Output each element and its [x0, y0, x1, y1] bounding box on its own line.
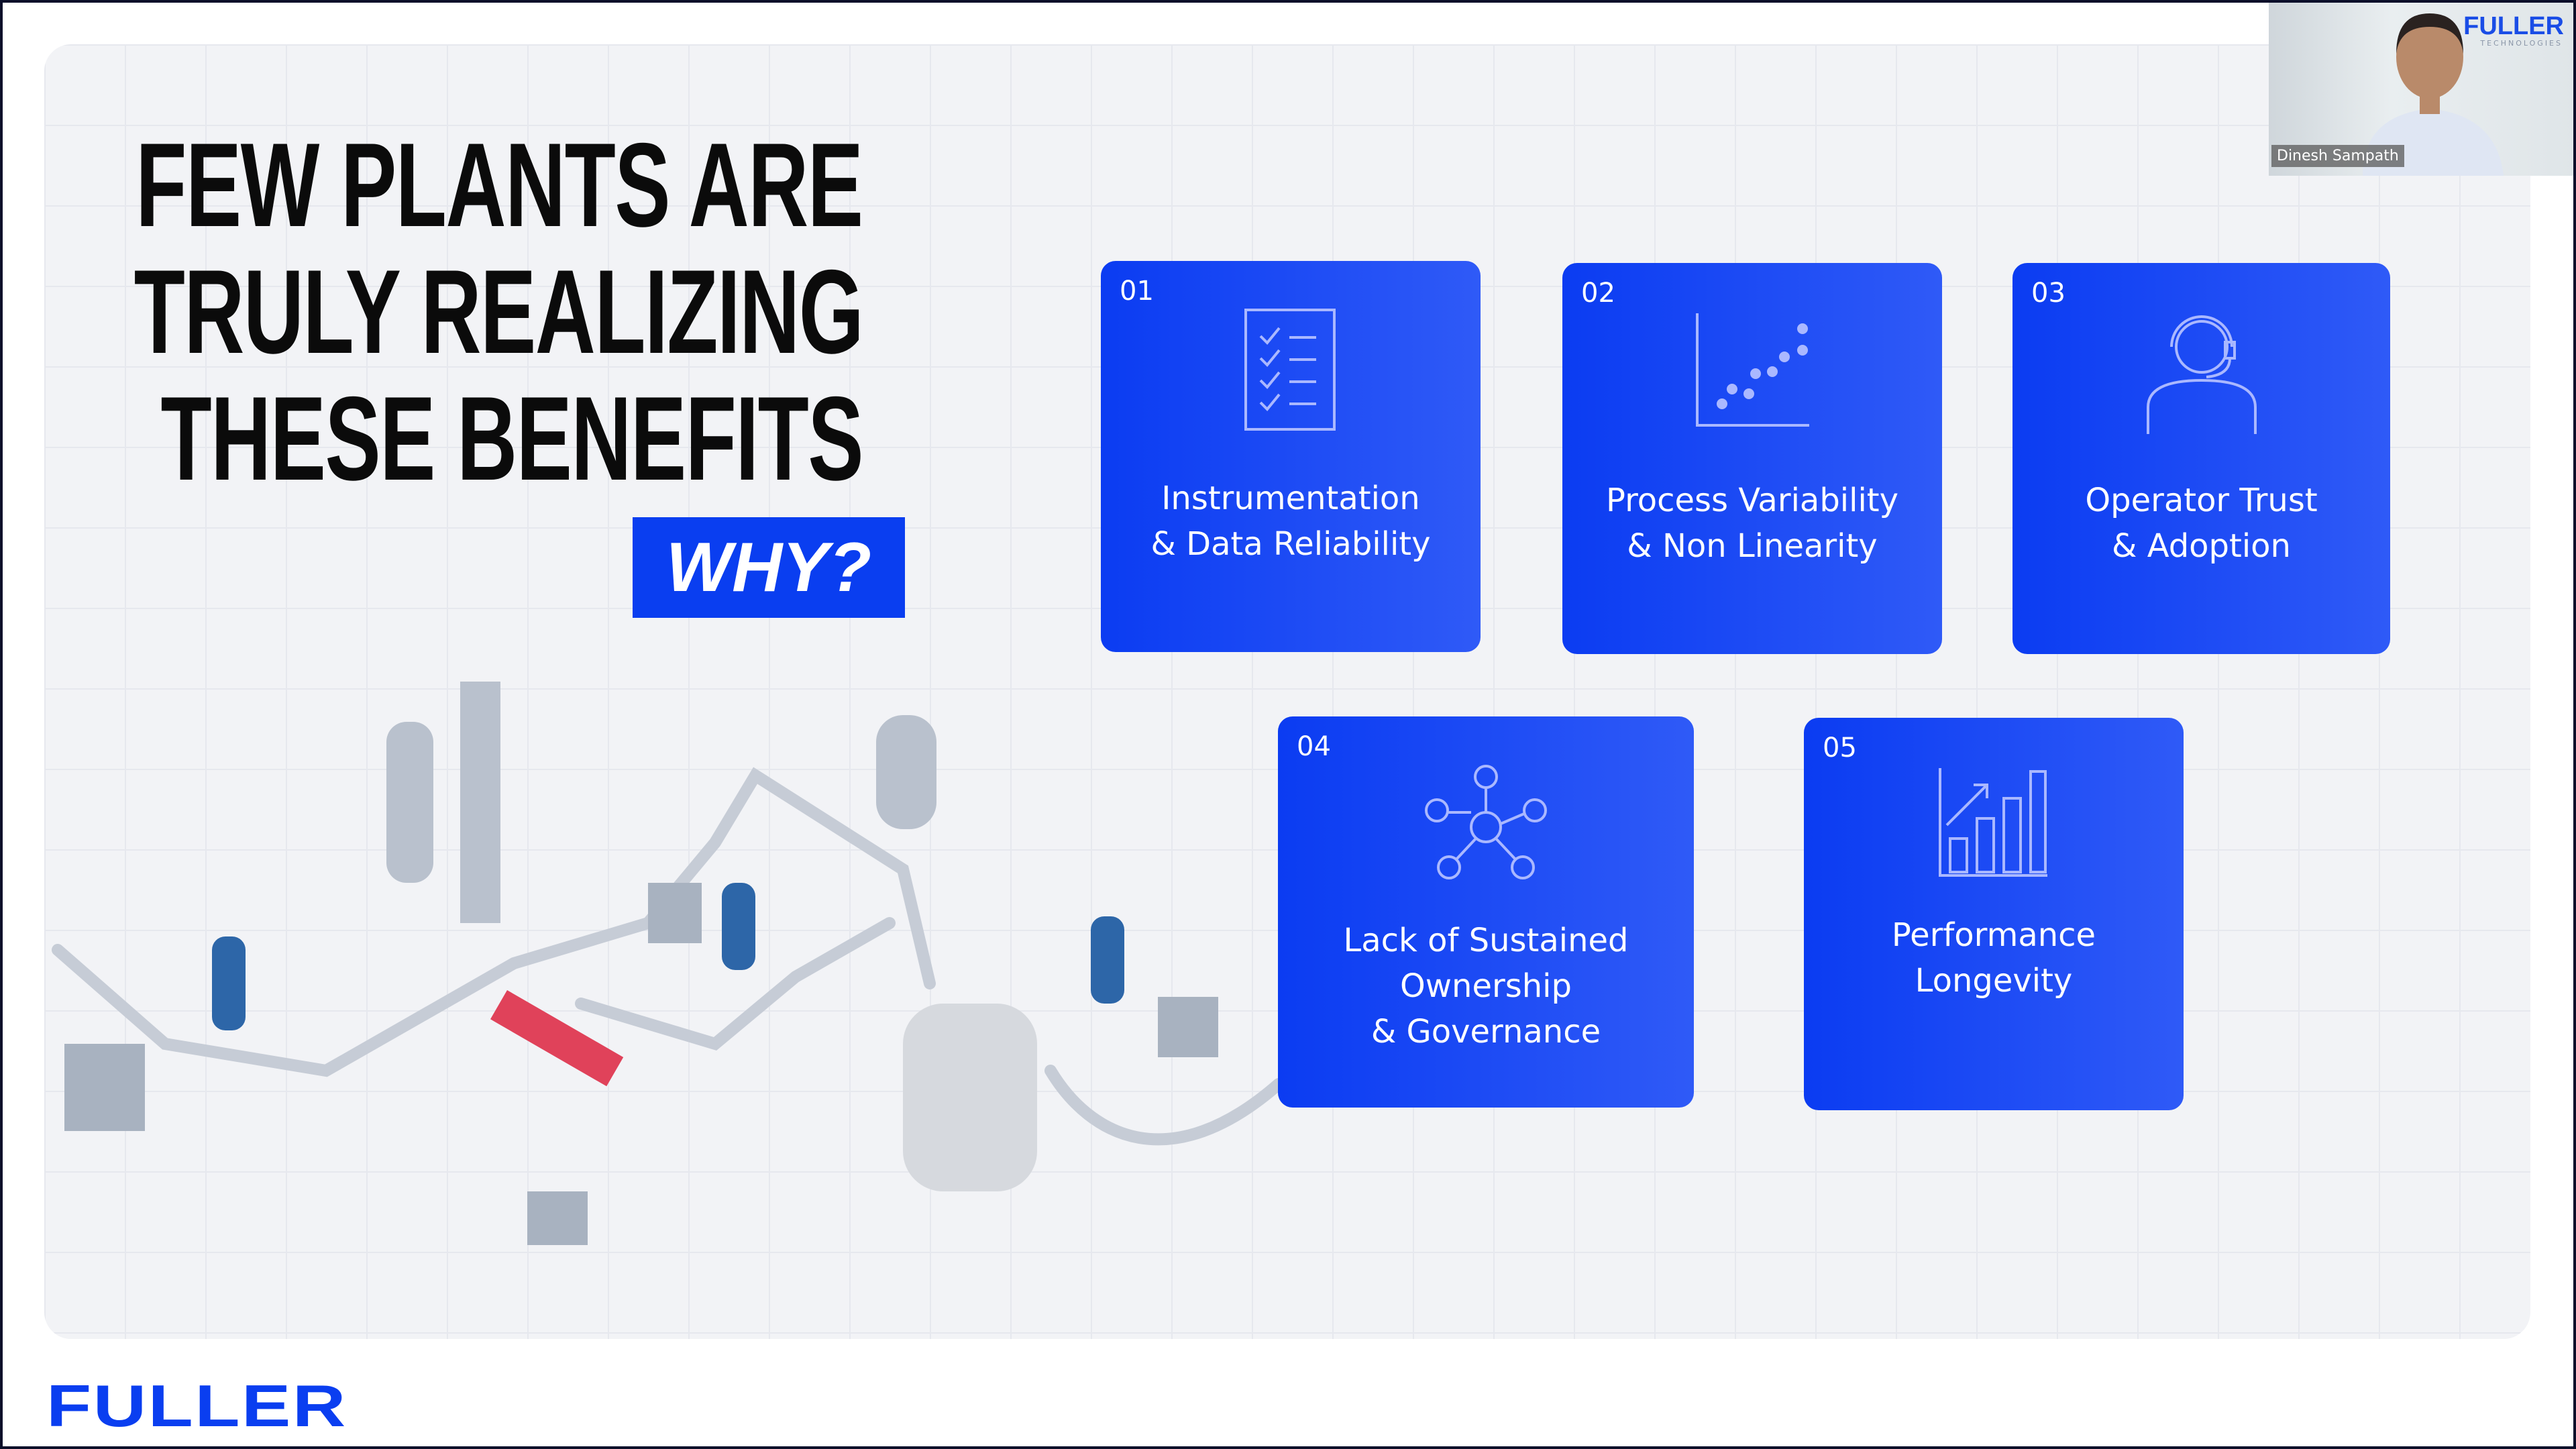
- fuller-logo: FULLER: [46, 1373, 347, 1439]
- card-label-line: Process Variability: [1605, 482, 1899, 519]
- network-people-icon: [1425, 765, 1547, 879]
- bar-chart-growth-icon: [1939, 768, 2047, 877]
- card-instrumentation: 01 Instrumentation & Data Reliability: [1101, 261, 1481, 652]
- slide-title-line-1: FEW PLANTS ARE: [136, 118, 864, 252]
- card-label-line: & Adoption: [2112, 527, 2291, 565]
- cement-plant-illustration: [52, 682, 1285, 1245]
- card-label-line: Instrumentation: [1161, 480, 1420, 517]
- checklist-icon: [1244, 309, 1336, 431]
- card-label-line: & Governance: [1371, 1013, 1601, 1051]
- card-label-line: & Non Linearity: [1627, 527, 1878, 565]
- slide-title-line-3: THESE BENEFITS: [160, 372, 863, 505]
- card-operator-trust: 03 Operator Trust & Adoption: [2012, 263, 2390, 654]
- operator-headset-icon: [2146, 315, 2257, 434]
- why-badge: WHY?: [633, 517, 905, 618]
- card-label-line: & Data Reliability: [1150, 525, 1431, 563]
- card-label-line: Operator Trust: [2085, 482, 2318, 519]
- slide-title-line-2: TRULY REALIZING: [133, 245, 863, 378]
- webcam-logo-sub: TECHNOLOGIES: [2480, 39, 2563, 48]
- card-ownership-governance: 04 Lack of Sustained Ownership & Governa…: [1278, 716, 1694, 1108]
- card-label-line: Performance: [1891, 916, 2096, 954]
- webcam-logo: FULLER: [2463, 12, 2564, 40]
- card-number: 05: [1823, 733, 1857, 763]
- card-performance-longevity: 05 Performance Longevity: [1804, 718, 2184, 1110]
- card-label-line: Ownership: [1400, 967, 1572, 1005]
- webcam-tile[interactable]: FULLER TECHNOLOGIES Dinesh Sampath: [2269, 0, 2576, 176]
- card-number: 01: [1120, 276, 1154, 307]
- card-number: 03: [2031, 278, 2065, 309]
- participant-name: Dinesh Sampath: [2271, 145, 2404, 167]
- card-number: 02: [1581, 278, 1615, 309]
- card-process-variability: 02 Process Variability & Non Linearity: [1562, 263, 1942, 654]
- card-number: 04: [1297, 731, 1331, 762]
- scatter-plot-icon: [1696, 313, 1809, 427]
- card-label-line: Longevity: [1915, 962, 2073, 1000]
- slide-canvas: FEW PLANTS ARE TRULY REALIZING THESE BEN…: [44, 44, 2530, 1339]
- card-label-line: Lack of Sustained: [1343, 922, 1629, 959]
